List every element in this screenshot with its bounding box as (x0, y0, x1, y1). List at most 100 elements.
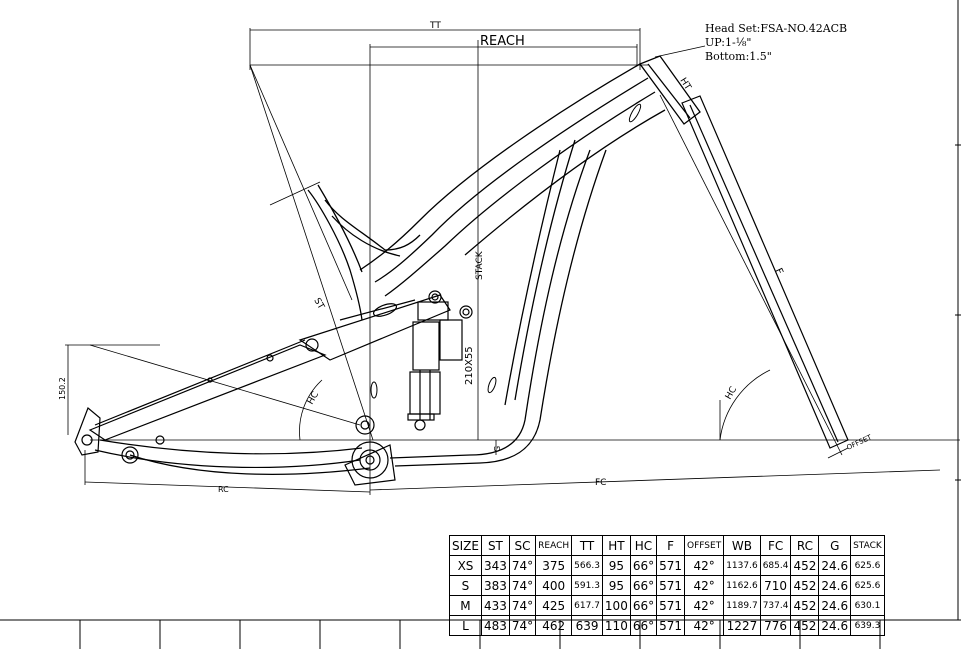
rc-label: RC (218, 485, 229, 494)
table-cell: 425 (535, 595, 573, 616)
table-header-cell: WB (723, 535, 761, 556)
stack-label: STACK (475, 250, 485, 280)
table-cell: 74° (508, 615, 537, 636)
table-cell: 571 (656, 555, 686, 576)
table-cell: 639 (571, 615, 603, 636)
table-cell: 685.4 (759, 555, 792, 576)
table-cell: 630.1 (850, 595, 885, 616)
table-header-cell: STACK (850, 535, 885, 556)
table-cell: 400 (535, 575, 573, 596)
table-cell: 24.6 (818, 595, 852, 616)
seat-tube (307, 184, 421, 321)
table-cell: 710 (759, 575, 792, 596)
table-header-cell: TT (571, 535, 603, 556)
tt-label: TT (429, 21, 441, 31)
table-cell: 1189.7 (723, 595, 761, 616)
table-cell: 452 (790, 575, 820, 596)
table-cell: 24.6 (818, 575, 852, 596)
table-cell: 625.6 (850, 555, 885, 576)
offset-label: OFFSET (845, 433, 873, 452)
dimension-labels: TT REACH HT STACK F HC HC ST 210X55 150.… (58, 21, 874, 494)
shock-size-label: 210X55 (464, 346, 475, 385)
table-cell: 571 (656, 615, 686, 636)
hc-rear-label: HC (306, 390, 321, 406)
table-cell: 42° (684, 595, 725, 616)
g-label: G (493, 446, 502, 452)
table-header-cell: SIZE (449, 535, 482, 556)
st-label: ST (311, 297, 326, 312)
table-header-cell: G (818, 535, 852, 556)
table-cell: 24.6 (818, 615, 852, 636)
table-cell: 639.3 (850, 615, 885, 636)
table-header-cell: HT (601, 535, 631, 556)
table-cell: 95 (601, 575, 631, 596)
dim-150-label: 150.2 (58, 377, 67, 400)
table-cell: 95 (601, 555, 631, 576)
table-cell: 24.6 (818, 555, 852, 576)
table-header-cell: OFFSET (684, 535, 725, 556)
table-cell: 617.7 (571, 595, 603, 616)
dimension-lines (65, 28, 960, 495)
table-cell: 1162.6 (723, 575, 761, 596)
table-header-cell: RC (790, 535, 820, 556)
table-cell: S (449, 575, 482, 596)
table-cell: 452 (790, 615, 820, 636)
table-cell: 452 (790, 595, 820, 616)
table-header-cell: ST (480, 535, 510, 556)
fc-label: FC (595, 478, 606, 488)
reach-label: REACH (480, 34, 525, 49)
bottom-bracket (344, 415, 396, 486)
table-cell: 383 (480, 575, 510, 596)
front-fork (681, 95, 849, 449)
table-cell: 110 (601, 615, 631, 636)
frame-slots (370, 103, 642, 399)
angle-arcs (299, 369, 771, 441)
table-cell: 66° (629, 615, 658, 636)
table-cell: 66° (629, 575, 658, 596)
chain-stay (94, 439, 371, 475)
head-tube (638, 55, 701, 125)
ht-label: HT (677, 76, 692, 92)
table-cell: 776 (759, 615, 792, 636)
rear-shock (407, 301, 473, 431)
table-cell: 462 (535, 615, 573, 636)
table-cell: 452 (790, 555, 820, 576)
table-header-cell: F (656, 535, 686, 556)
table-cell: 737.4 (759, 595, 792, 616)
table-cell: M (449, 595, 482, 616)
table-header-cell: FC (759, 535, 792, 556)
rear-dropout (74, 407, 165, 464)
table-cell: 571 (656, 575, 686, 596)
fork-length-label: F (772, 267, 785, 277)
table-cell: 343 (480, 555, 510, 576)
table-cell: 74° (508, 595, 537, 616)
table-cell: 591.3 (571, 575, 603, 596)
table-cell: XS (449, 555, 482, 576)
table-header-cell: HC (629, 535, 658, 556)
table-cell: L (449, 615, 482, 636)
table-cell: 100 (601, 595, 631, 616)
table-cell: 625.6 (850, 575, 885, 596)
down-tube (389, 139, 607, 467)
table-cell: 66° (629, 595, 658, 616)
table-cell: 74° (508, 555, 537, 576)
table-cell: 42° (684, 615, 725, 636)
table-cell: 483 (480, 615, 510, 636)
table-cell: 375 (535, 555, 573, 576)
table-cell: 66° (629, 555, 658, 576)
top-tube (359, 63, 666, 297)
table-cell: 42° (684, 555, 725, 576)
table-header-cell: SC (508, 535, 537, 556)
table-header-cell: REACH (535, 535, 573, 556)
hc-front-label: HC (724, 385, 739, 401)
table-cell: 1137.6 (723, 555, 761, 576)
headset-note: Head Set:FSA-NO.42ACB (705, 22, 848, 35)
table-cell: 433 (480, 595, 510, 616)
